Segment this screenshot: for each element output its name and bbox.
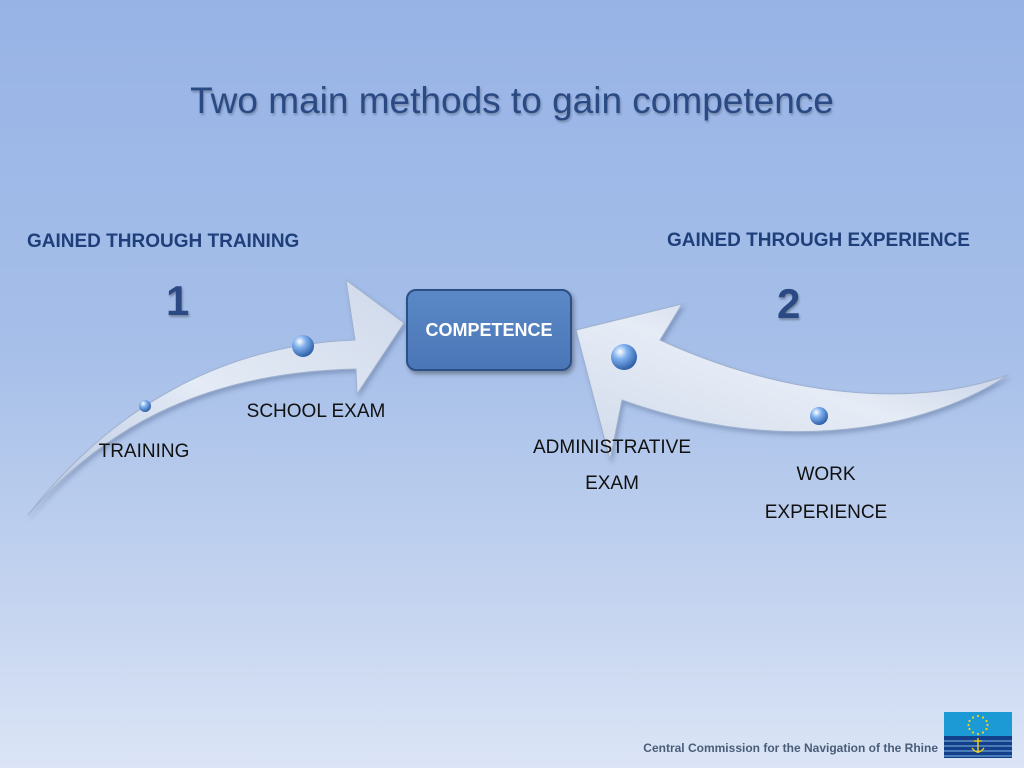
- right-heading: GAINED THROUGH EXPERIENCE: [667, 230, 970, 251]
- left-heading: GAINED THROUGH TRAINING: [27, 231, 300, 252]
- left-number: 1: [166, 277, 190, 324]
- bead-training: [139, 400, 151, 412]
- step-administrative-exam: ADMINISTRATIVE EXAM: [533, 437, 691, 494]
- right-arrow: [575, 303, 1009, 461]
- step-work-experience: WORK EXPERIENCE: [764, 464, 888, 523]
- step-training: TRAINING: [98, 441, 190, 462]
- step-school-exam: SCHOOL EXAM: [246, 401, 386, 422]
- competence-box: COMPETENCE: [406, 289, 572, 371]
- right-number: 2: [777, 280, 801, 327]
- ccnr-flag-anchor-icon: [944, 712, 1012, 758]
- competence-label: COMPETENCE: [425, 319, 553, 340]
- bead-work-experience: [810, 407, 828, 425]
- footer-text: Central Commission for the Navigation of…: [643, 741, 938, 755]
- bead-school-exam: [292, 335, 314, 357]
- slide-title: Two main methods to gain competence: [190, 80, 834, 121]
- left-arrow: [27, 278, 405, 516]
- bead-administrative-exam: [611, 344, 637, 370]
